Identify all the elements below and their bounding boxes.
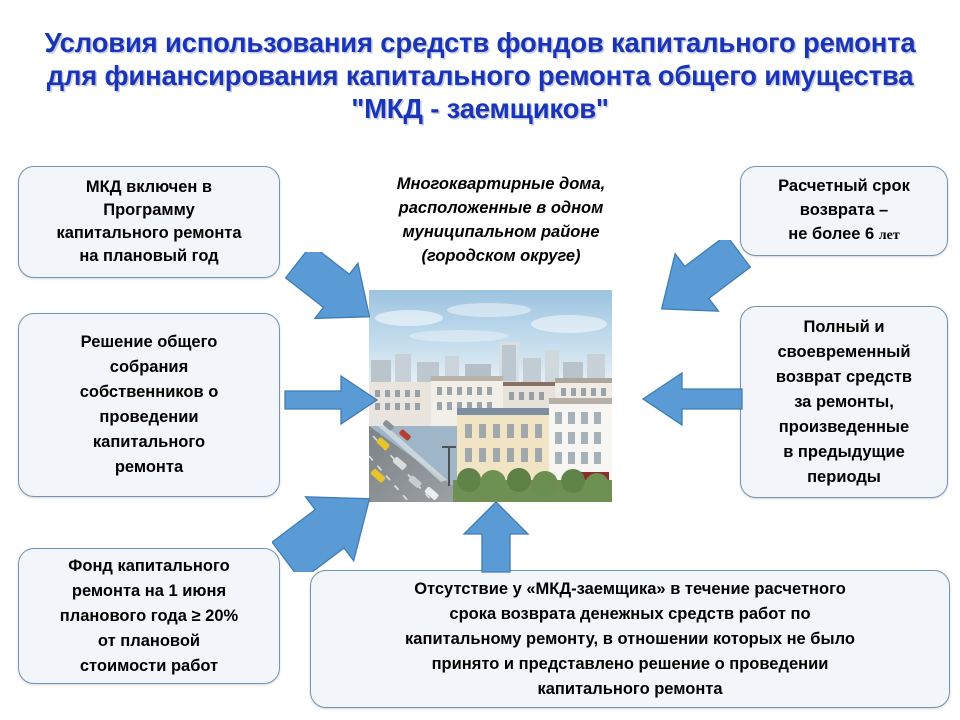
condition-box-term-main: Расчетный срок возврата – не более 6 xyxy=(778,177,910,243)
center-caption: Многоквартирные дома, расположенные в од… xyxy=(396,175,606,265)
arrow-down-left-icon xyxy=(648,240,752,320)
cityscape-photo xyxy=(369,290,612,502)
arrow-up-right-icon xyxy=(272,488,384,572)
condition-box-program: МКД включен в Программу капитального рем… xyxy=(18,166,280,278)
condition-box-fund: Фонд капитального ремонта на 1 июня план… xyxy=(18,548,280,684)
condition-box-term-unit: лет xyxy=(878,228,900,243)
condition-box-decision-label: Решение общего собрания собственников о … xyxy=(79,333,219,476)
page-title: Условия использования средств фондов кап… xyxy=(44,27,916,124)
arrow-down-right-icon xyxy=(285,252,383,326)
condition-box-absence-label: Отсутствие у «МКД-заемщика» в течение ра… xyxy=(405,579,855,698)
condition-box-return: Полный и своевременный возврат средств з… xyxy=(740,306,948,498)
condition-box-term-label: Расчетный срок возврата – не более 6 лет xyxy=(741,174,947,248)
condition-box-return-label: Полный и своевременный возврат средств з… xyxy=(775,317,913,486)
condition-box-term: Расчетный срок возврата – не более 6 лет xyxy=(740,166,948,256)
arrow-up-icon xyxy=(462,500,530,574)
condition-box-fund-label: Фонд капитального ремонта на 1 июня план… xyxy=(59,556,239,675)
arrow-left-icon xyxy=(640,370,744,428)
condition-box-program-label: МКД включен в Программу капитального рем… xyxy=(56,178,242,265)
arrow-right-icon xyxy=(283,373,379,427)
condition-box-decision: Решение общего собрания собственников о … xyxy=(18,313,280,497)
condition-box-absence: Отсутствие у «МКД-заемщика» в течение ра… xyxy=(310,570,950,708)
